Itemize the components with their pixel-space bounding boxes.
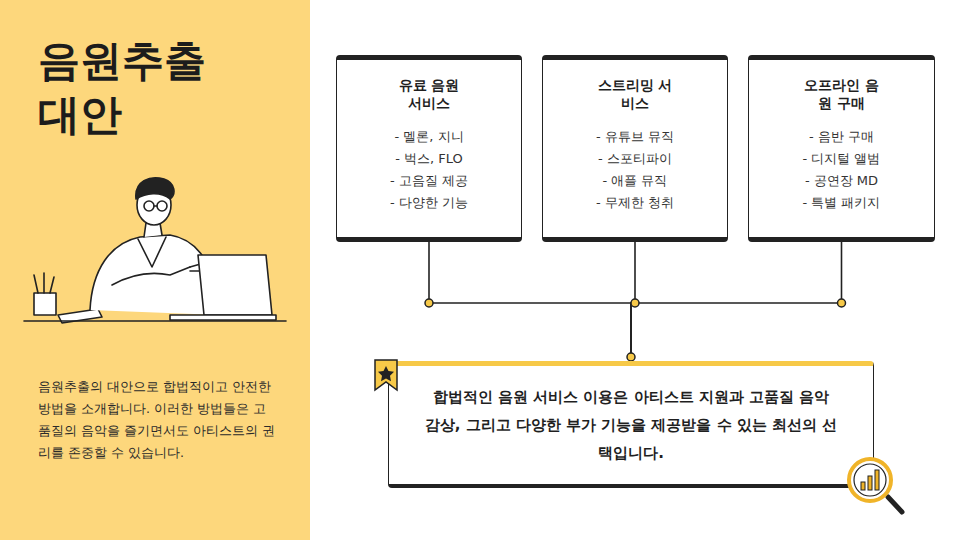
caption-text: 음원추출의 대안으로 합법적이고 안전한 방법을 소개합니다. 이러한 방법들은… — [38, 376, 278, 464]
box-heading: 스트리밍 서비스 — [597, 76, 673, 112]
option-box: 유료 음원 서비스 - 멜론, 지니- 벅스, FLO- 고음질 제공- 다양한 … — [336, 55, 522, 242]
summary-wrap: 합법적인 음원 서비스 이용은 아티스트 지원과 고품질 음악 감상, 그리고 … — [423, 383, 839, 467]
summary-text: 합법적인 음원 서비스 이용은 아티스트 지원과 고품질 음악 감상, 그리고 … — [423, 383, 839, 467]
list-item: - 공연장 MD — [757, 170, 926, 192]
list-item: - 다양한 기능 — [345, 192, 513, 214]
list-item: - 애플 뮤직 — [551, 170, 719, 192]
list-item: - 디지털 앨범 — [757, 148, 926, 170]
box-heading: 오프라인 음원 구매 — [804, 76, 880, 112]
list-item: - 멜론, 지니 — [345, 126, 513, 148]
list-item: - 스포티파이 — [551, 148, 719, 170]
box-heading: 유료 음원 서비스 — [391, 76, 467, 112]
junction-dot — [425, 299, 433, 307]
list-item: - 특별 패키지 — [757, 192, 926, 214]
junction-dot — [627, 353, 635, 361]
list-item: - 유튜브 뮤직 — [551, 126, 719, 148]
option-box: 스트리밍 서비스 - 유튜브 뮤직- 스포티파이- 애플 뮤직- 무제한 청취 — [542, 55, 728, 242]
junction-dot — [631, 299, 639, 307]
person-illustration — [20, 175, 290, 335]
junction-dot — [838, 299, 846, 307]
list-item: - 무제한 청취 — [551, 192, 719, 214]
connector-line — [429, 242, 631, 357]
list-item: - 벅스, FLO — [345, 148, 513, 170]
summary-box: 합법적인 음원 서비스 이용은 아티스트 지원과 고품질 음악 감상, 그리고 … — [388, 361, 874, 488]
list-item: - 고음질 제공 — [345, 170, 513, 192]
option-box: 오프라인 음원 구매 - 음반 구매- 디지털 앨범- 공연장 MD- 특별 패키… — [748, 55, 935, 242]
connector-line — [631, 242, 842, 357]
page-title: 음원추출 대안 — [38, 34, 231, 142]
list-item: - 음반 구매 — [757, 126, 926, 148]
